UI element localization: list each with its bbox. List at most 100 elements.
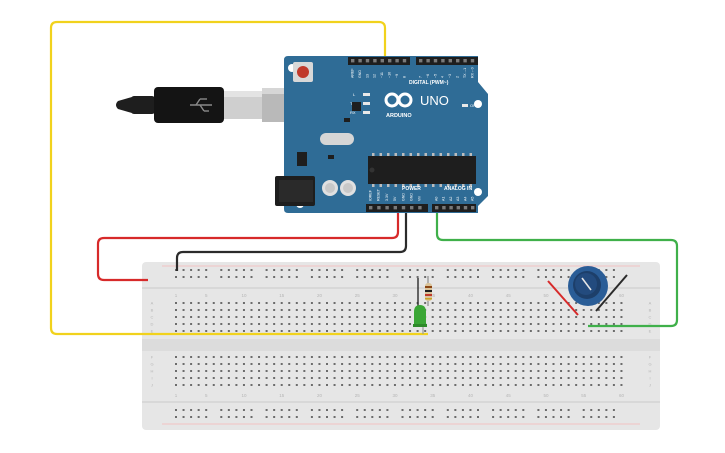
breadboard-hole[interactable]: [605, 316, 608, 318]
breadboard-hole[interactable]: [182, 356, 185, 358]
breadboard-hole[interactable]: [499, 377, 502, 379]
breadboard-hole[interactable]: [258, 316, 261, 318]
breadboard-hole[interactable]: [250, 377, 253, 379]
breadboard-hole[interactable]: [560, 309, 563, 311]
breadboard-hole[interactable]: [258, 356, 261, 358]
breadboard-hole[interactable]: [265, 409, 268, 411]
breadboard-hole[interactable]: [529, 377, 532, 379]
breadboard-hole[interactable]: [454, 377, 457, 379]
breadboard-hole[interactable]: [544, 363, 547, 365]
breadboard-hole[interactable]: [620, 363, 623, 365]
breadboard-hole[interactable]: [318, 377, 321, 379]
breadboard-hole[interactable]: [326, 370, 328, 372]
breadboard-hole[interactable]: [310, 409, 313, 411]
breadboard-hole[interactable]: [507, 276, 510, 278]
header-pin[interactable]: [393, 206, 397, 210]
breadboard-hole[interactable]: [197, 363, 200, 365]
header-pin[interactable]: [441, 59, 445, 63]
breadboard-hole[interactable]: [326, 416, 328, 418]
bottom-header-pins[interactable]: [369, 206, 475, 210]
breadboard-hole[interactable]: [544, 384, 547, 386]
breadboard-hole[interactable]: [205, 384, 208, 386]
breadboard-hole[interactable]: [492, 384, 495, 386]
breadboard-holes[interactable]: [175, 269, 623, 418]
breadboard-hole[interactable]: [454, 330, 457, 332]
breadboard-hole[interactable]: [424, 416, 427, 418]
usb-cable-icon[interactable]: [116, 87, 312, 123]
breadboard-hole[interactable]: [310, 363, 313, 365]
breadboard-hole[interactable]: [333, 276, 336, 278]
breadboard-hole[interactable]: [499, 309, 502, 311]
breadboard-hole[interactable]: [492, 330, 495, 332]
breadboard-hole[interactable]: [544, 370, 547, 372]
breadboard-hole[interactable]: [378, 409, 381, 411]
breadboard-hole[interactable]: [446, 377, 449, 379]
breadboard-hole[interactable]: [514, 384, 517, 386]
breadboard-hole[interactable]: [363, 363, 366, 365]
breadboard-hole[interactable]: [326, 330, 328, 332]
breadboard-hole[interactable]: [333, 269, 336, 271]
breadboard-hole[interactable]: [605, 276, 608, 278]
breadboard-hole[interactable]: [612, 316, 615, 318]
breadboard-hole[interactable]: [529, 370, 532, 372]
breadboard-hole[interactable]: [280, 384, 283, 386]
breadboard-hole[interactable]: [363, 302, 366, 304]
breadboard-hole[interactable]: [522, 276, 525, 278]
breadboard-hole[interactable]: [477, 323, 479, 325]
breadboard-hole[interactable]: [227, 377, 230, 379]
breadboard-hole[interactable]: [235, 416, 238, 418]
breadboard-hole[interactable]: [280, 302, 283, 304]
breadboard-hole[interactable]: [393, 316, 396, 318]
breadboard-hole[interactable]: [250, 330, 253, 332]
breadboard-hole[interactable]: [492, 309, 495, 311]
breadboard-hole[interactable]: [620, 384, 623, 386]
breadboard-hole[interactable]: [461, 316, 464, 318]
breadboard-hole[interactable]: [522, 323, 525, 325]
breadboard-hole[interactable]: [597, 356, 600, 358]
breadboard-hole[interactable]: [582, 330, 585, 332]
breadboard-hole[interactable]: [356, 377, 359, 379]
breadboard-hole[interactable]: [477, 409, 479, 411]
breadboard-hole[interactable]: [424, 384, 427, 386]
breadboard-hole[interactable]: [303, 330, 306, 332]
breadboard-hole[interactable]: [386, 356, 389, 358]
breadboard-hole[interactable]: [537, 309, 540, 311]
breadboard-hole[interactable]: [560, 302, 563, 304]
breadboard-hole[interactable]: [333, 302, 336, 304]
breadboard-hole[interactable]: [288, 302, 291, 304]
breadboard-hole[interactable]: [310, 356, 313, 358]
breadboard-hole[interactable]: [499, 409, 502, 411]
breadboard-hole[interactable]: [341, 370, 344, 372]
breadboard-hole[interactable]: [242, 356, 245, 358]
breadboard-hole[interactable]: [507, 356, 510, 358]
breadboard-hole[interactable]: [205, 309, 208, 311]
breadboard-hole[interactable]: [597, 384, 600, 386]
breadboard-hole[interactable]: [303, 377, 306, 379]
header-pin[interactable]: [463, 206, 468, 210]
breadboard-hole[interactable]: [280, 323, 283, 325]
breadboard-hole[interactable]: [378, 269, 381, 271]
breadboard-hole[interactable]: [597, 330, 600, 332]
breadboard-hole[interactable]: [220, 330, 223, 332]
header-pin[interactable]: [351, 59, 355, 63]
breadboard-hole[interactable]: [522, 384, 525, 386]
breadboard-hole[interactable]: [575, 356, 578, 358]
header-pin[interactable]: [471, 206, 475, 210]
breadboard-hole[interactable]: [605, 323, 608, 325]
breadboard-hole[interactable]: [401, 409, 404, 411]
breadboard-hole[interactable]: [235, 269, 238, 271]
breadboard-hole[interactable]: [348, 377, 351, 379]
breadboard-hole[interactable]: [242, 269, 245, 271]
breadboard-hole[interactable]: [424, 363, 427, 365]
breadboard-hole[interactable]: [348, 356, 351, 358]
breadboard-hole[interactable]: [567, 276, 570, 278]
breadboard-hole[interactable]: [190, 269, 193, 271]
breadboard-hole[interactable]: [190, 316, 193, 318]
breadboard-hole[interactable]: [582, 316, 585, 318]
breadboard-hole[interactable]: [507, 370, 510, 372]
breadboard-hole[interactable]: [537, 363, 540, 365]
breadboard-hole[interactable]: [190, 330, 193, 332]
breadboard-hole[interactable]: [597, 316, 600, 318]
breadboard-hole[interactable]: [235, 316, 238, 318]
breadboard-hole[interactable]: [567, 409, 570, 411]
